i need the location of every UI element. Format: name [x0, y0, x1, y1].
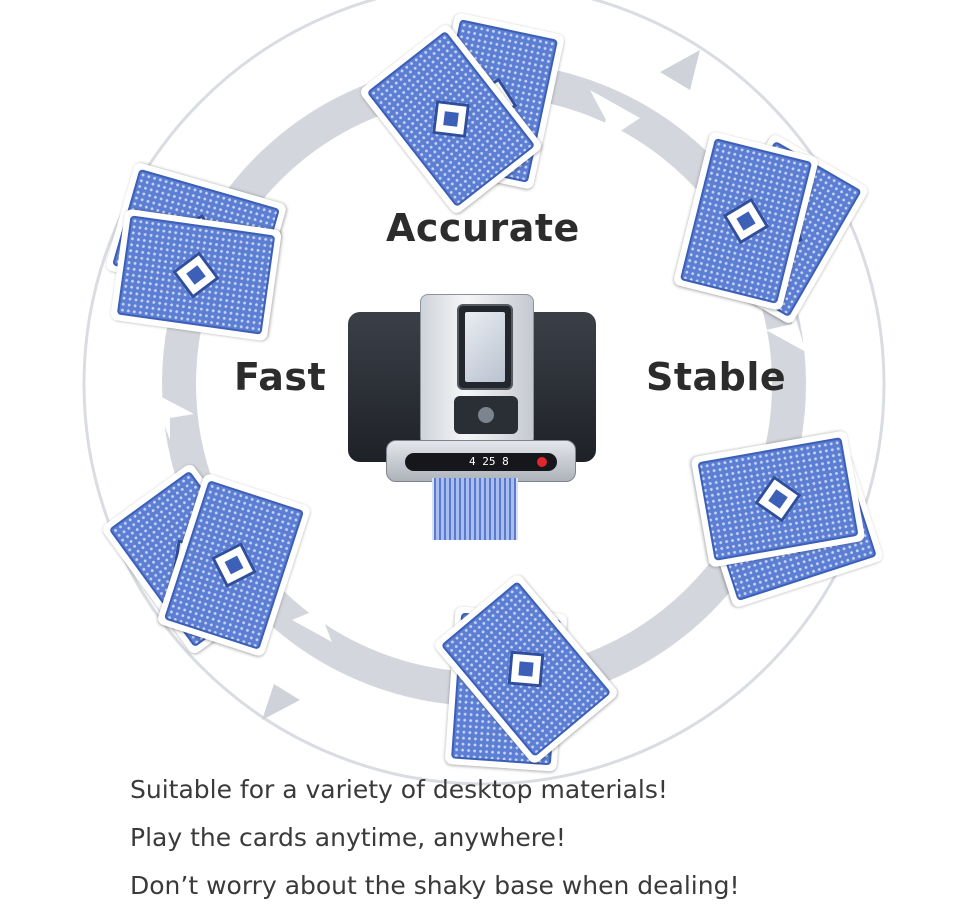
- caption-line-3: Don’t worry about the shaky base when de…: [130, 871, 740, 900]
- machine-base: 4 25 8: [386, 440, 576, 482]
- counter-display: 4 25 8: [405, 453, 557, 471]
- feature-stable: Stable: [646, 355, 787, 399]
- feature-fast: Fast: [234, 355, 327, 399]
- caption-line-2: Play the cards anytime, anywhere!: [130, 823, 566, 852]
- dealt-card-stack: [432, 478, 518, 540]
- outer-ring: [82, 0, 886, 786]
- record-button-icon: [537, 457, 547, 467]
- caption-line-1: Suitable for a variety of desktop materi…: [130, 775, 668, 804]
- caption: Suitable for a variety of desktop materi…: [130, 766, 739, 908]
- band-arrows: [152, 90, 806, 642]
- card-dealer-machine: 4 25 8: [348, 290, 596, 545]
- outer-arrow-icon: [660, 50, 700, 90]
- outer-arrow-icon: [262, 684, 300, 720]
- display-readout: 4 25 8: [469, 455, 509, 468]
- feature-accurate: Accurate: [386, 206, 580, 250]
- arrow-icon: [590, 90, 640, 150]
- arrow-icon: [292, 600, 340, 642]
- dpad-icon: [454, 396, 518, 434]
- machine-screen: [457, 304, 513, 390]
- arrow-icon: [152, 392, 194, 440]
- arrow-icon: [766, 300, 806, 352]
- card-left: [109, 208, 283, 342]
- machine-left-wing: [348, 312, 432, 462]
